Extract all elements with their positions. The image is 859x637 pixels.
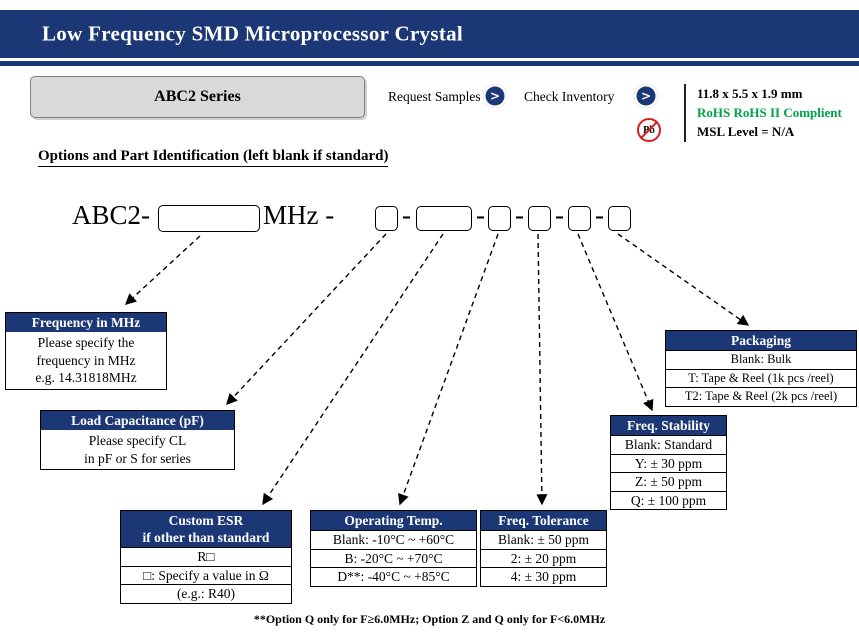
table-row: 4: ± 30 ppm	[481, 567, 606, 586]
table-row: Blank: -10°C ~ +60°C	[311, 530, 476, 549]
table-custom-esr-header: Custom ESR if other than standard	[121, 511, 291, 547]
dimensions-text: 11.8 x 5.5 x 1.9 mm	[697, 86, 803, 101]
table-frequency-line: frequency in MHz	[36, 352, 136, 368]
series-box: ABC2 Series	[30, 76, 365, 118]
table-load-capacitance-header: Load Capacitance (pF)	[41, 411, 234, 430]
table-load-capacitance-body: Please specify CL in pF or S for series	[41, 430, 234, 469]
pn-dash: -	[402, 200, 411, 230]
check-inventory-icon[interactable]: >	[634, 84, 658, 108]
series-label: ABC2 Series	[154, 88, 241, 105]
pn-box-custom-esr	[416, 206, 472, 231]
msl-text: MSL Level = N/A	[697, 124, 795, 139]
pn-box-packaging	[608, 206, 631, 231]
pb-free-icon: Pb	[637, 118, 661, 142]
table-frequency-header: Frequency in MHz	[6, 313, 166, 332]
section-heading: Options and Part Identification (left bl…	[38, 148, 389, 167]
table-operating-temp: Operating Temp. Blank: -10°C ~ +60°C B: …	[310, 510, 477, 587]
table-frequency: Frequency in MHz Please specify the freq…	[5, 312, 167, 390]
chevron-right-icon: >	[640, 89, 652, 103]
pn-dash: -	[555, 200, 564, 230]
table-load-capacitance-line: Please specify CL	[88, 433, 187, 448]
rohs-text: RoHS RoHS II Complient	[697, 105, 842, 120]
table-row: R□	[121, 547, 291, 566]
table-custom-esr-header-line: if other than standard	[142, 530, 270, 545]
table-row: Y: ± 30 ppm	[611, 453, 726, 473]
table-packaging-header: Packaging	[666, 331, 856, 350]
table-row: Z: ± 50 ppm	[611, 472, 726, 491]
table-load-capacitance-line: in pF or S for series	[84, 450, 191, 466]
pn-box-load-capacitance	[375, 206, 398, 231]
table-freq-stability: Freq. Stability Blank: Standard Y: ± 30 …	[610, 415, 727, 510]
table-row: Blank: ± 50 ppm	[481, 530, 606, 549]
pn-dash: -	[515, 200, 524, 230]
table-row: B: -20°C ~ +70°C	[311, 548, 476, 568]
check-inventory-link[interactable]: Check Inventory	[524, 89, 615, 104]
vertical-divider	[684, 84, 686, 142]
pn-dash: -	[476, 200, 485, 230]
pn-box-freq-tolerance	[528, 206, 551, 231]
table-row: Blank: Standard	[611, 435, 726, 454]
table-freq-stability-header: Freq. Stability	[611, 416, 726, 435]
request-samples-link[interactable]: Request Samples	[388, 89, 481, 104]
table-row: D**: -40°C ~ +85°C	[311, 567, 476, 586]
table-load-capacitance: Load Capacitance (pF) Please specify CL …	[40, 410, 235, 470]
table-row: (e.g.: R40)	[121, 584, 291, 603]
table-frequency-line: Please specify the	[37, 335, 135, 350]
pn-box-operating-temp	[488, 206, 511, 231]
table-freq-tolerance: Freq. Tolerance Blank: ± 50 ppm 2: ± 20 …	[480, 510, 607, 587]
specs-block: 11.8 x 5.5 x 1.9 mm RoHS RoHS II Complie…	[697, 84, 842, 141]
table-operating-temp-header: Operating Temp.	[311, 511, 476, 530]
request-samples-icon[interactable]: >	[483, 84, 507, 108]
pn-dash: -	[595, 200, 604, 230]
table-freq-tolerance-header: Freq. Tolerance	[481, 511, 606, 530]
pb-free-label: Pb	[643, 124, 655, 136]
footnote: **Option Q only for F≥6.0MHz; Option Z a…	[253, 612, 606, 626]
table-frequency-line: e.g. 14.31818MHz	[35, 370, 137, 385]
table-custom-esr-header-line: Custom ESR	[168, 513, 244, 528]
pn-box-freq-stability	[568, 206, 591, 231]
table-row: T: Tape & Reel (1k pcs /reel)	[666, 368, 856, 388]
page-title: Low Frequency SMD Microprocessor Crystal	[42, 21, 464, 46]
pn-mhz-label: MHz -	[263, 200, 335, 230]
table-row: T2: Tape & Reel (2k pcs /reel)	[666, 387, 856, 406]
table-row: □: Specify a value in Ω	[121, 565, 291, 585]
table-custom-esr: Custom ESR if other than standard R□ □: …	[120, 510, 292, 604]
header-rule	[0, 61, 859, 66]
table-row: Q: ± 100 ppm	[611, 490, 726, 510]
chevron-right-icon: >	[489, 89, 501, 103]
header-bar: Low Frequency SMD Microprocessor Crystal	[0, 10, 859, 58]
table-frequency-body: Please specify the frequency in MHz e.g.…	[6, 332, 166, 389]
table-row: 2: ± 20 ppm	[481, 548, 606, 568]
pn-prefix: ABC2-	[72, 200, 151, 230]
table-row: Blank: Bulk	[666, 350, 856, 369]
table-packaging: Packaging Blank: Bulk T: Tape & Reel (1k…	[665, 330, 857, 407]
pn-box-frequency	[158, 205, 260, 232]
